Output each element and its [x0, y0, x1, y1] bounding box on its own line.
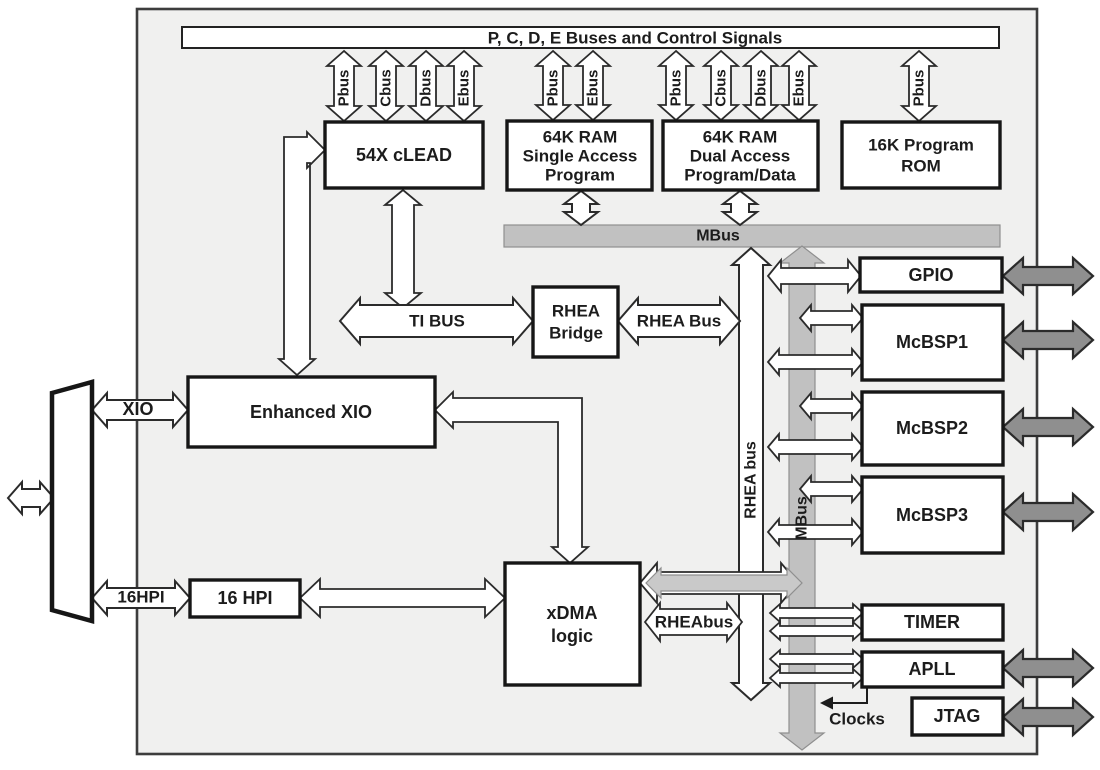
external-mux-trapezoid	[49, 379, 95, 624]
block-timer-label: TIMER	[904, 612, 960, 632]
rheabus-arrow	[643, 600, 744, 644]
block-enhanced-xio	[186, 375, 437, 449]
rheabus-label: RHEAbus	[655, 613, 733, 632]
ebus-label-ram-dual: Ebus	[791, 70, 808, 107]
block-apll	[860, 650, 1005, 689]
cbus-label-ram-dual: Cbus	[713, 69, 730, 107]
block-apll-label: APLL	[909, 659, 956, 679]
pbus-label-ram-single: Pbus	[545, 70, 562, 107]
block-16hpi	[188, 578, 302, 619]
block-ram-single-line2: Single Access	[523, 147, 638, 166]
mcbsp2-external-arrow	[1001, 406, 1095, 448]
block-timer	[860, 603, 1005, 642]
block-mcbsp1	[860, 303, 1005, 382]
xio-label: XIO	[122, 399, 153, 419]
pbus-label-rom: Pbus	[911, 70, 928, 107]
block-ram-single-line3: Program	[545, 166, 615, 185]
xdma-mbus-arrow-gray	[645, 566, 803, 600]
block-rhea-bridge-line1: RHEA	[552, 302, 600, 321]
block-rom-line2: ROM	[901, 157, 941, 176]
mbus-horizontal-bar	[503, 224, 1001, 248]
block-mcbsp2	[860, 390, 1005, 467]
cbus-label-clead: Cbus	[378, 69, 395, 107]
block-mcbsp2-label: McBSP2	[896, 418, 968, 438]
mcbsp1-external-arrow	[1001, 319, 1095, 361]
top-bus-bar	[181, 26, 1000, 49]
clocks-arrowhead-icon	[820, 696, 833, 710]
block-mcbsp3	[860, 475, 1005, 555]
block-rhea-bridge	[531, 285, 620, 359]
clead-xio-connector	[276, 129, 327, 377]
rhea-bus-label: RHEA Bus	[637, 312, 721, 331]
pbus-label-ram-dual: Pbus	[668, 70, 685, 107]
mcbsp3-external-arrow	[1001, 491, 1095, 533]
block-xdma	[503, 561, 642, 687]
block-enhanced-xio-label: Enhanced XIO	[250, 402, 372, 422]
block-xdma-line1: xDMA	[546, 603, 597, 623]
dbus-label-clead: Dbus	[418, 69, 435, 107]
block-ram-dual-line3: Program/Data	[684, 166, 796, 185]
block-gpio	[858, 256, 1004, 294]
external-left-arrow	[6, 479, 56, 517]
block-ram-single	[505, 119, 654, 192]
block-rom-line1: 16K Program	[868, 136, 974, 155]
block-xdma-line2: logic	[551, 626, 593, 646]
top-bus-bar-label: P, C, D, E Buses and Control Signals	[488, 29, 782, 48]
block-54x-clead-label: 54X cLEAD	[356, 145, 452, 165]
ebus-label-clead: Ebus	[456, 70, 473, 107]
mbus-vertical-label: MBus	[794, 496, 811, 540]
rhea-bus-vertical-label: RHEA bus	[743, 441, 760, 519]
clocks-line	[831, 687, 868, 704]
hpi16-label: 16HPI	[117, 588, 164, 607]
mbus-vertical-bar	[778, 245, 826, 751]
clocks-label: Clocks	[829, 710, 885, 729]
mbus-horizontal-label: MBus	[696, 228, 740, 245]
ram-dual-mbus-arrow	[720, 189, 760, 227]
block-ram-dual-line2: Dual Access	[690, 147, 790, 166]
ti-bus-label: TI BUS	[409, 312, 465, 331]
jtag-external-arrow	[1001, 696, 1095, 738]
block-54x-clead	[323, 120, 485, 190]
pbus-label-clead: Pbus	[336, 70, 353, 107]
block-jtag	[910, 696, 1005, 737]
ram-single-mbus-arrow	[561, 189, 601, 227]
block-mcbsp3-label: McBSP3	[896, 505, 968, 525]
block-ram-dual-line1: 64K RAM	[703, 128, 778, 147]
dbus-label-ram-dual: Dbus	[753, 69, 770, 107]
block-gpio-label: GPIO	[908, 265, 953, 285]
block-jtag-label: JTAG	[934, 706, 981, 726]
block-16hpi-label: 16 HPI	[217, 588, 272, 608]
gpio-external-arrow	[1001, 255, 1095, 297]
block-ram-dual	[661, 119, 820, 192]
block-rom	[840, 120, 1002, 190]
rhea-bus-arrow	[616, 295, 742, 347]
apll-external-arrow	[1001, 647, 1095, 689]
block-mcbsp1-label: McBSP1	[896, 332, 968, 352]
ebus-label-ram-single: Ebus	[585, 70, 602, 107]
block-ram-single-line1: 64K RAM	[543, 128, 618, 147]
block-rhea-bridge-line2: Bridge	[549, 324, 603, 343]
